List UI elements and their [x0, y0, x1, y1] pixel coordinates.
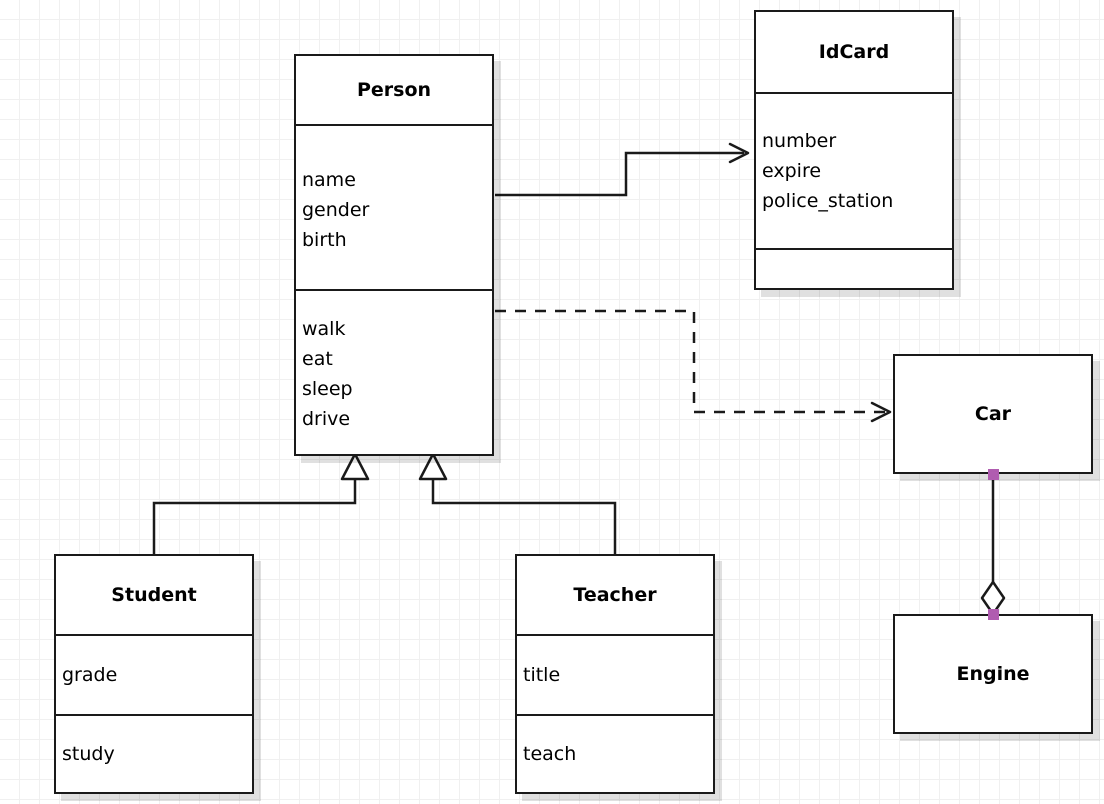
- class-person-attribute: gender: [302, 198, 370, 221]
- class-car-title-compartment: Car: [895, 356, 1091, 472]
- class-person-method: walk: [302, 317, 346, 340]
- class-engine-title: Engine: [956, 662, 1030, 685]
- class-person-title: Person: [356, 78, 432, 101]
- class-teacher-attributes-compartment: title: [517, 634, 713, 714]
- relation-car-engine[interactable]: [980, 474, 1006, 616]
- edge-handle-source[interactable]: [988, 469, 999, 480]
- class-engine-title-compartment: Engine: [895, 616, 1091, 732]
- class-student-method: study: [62, 743, 115, 765]
- class-person-attribute: name: [302, 168, 356, 191]
- class-teacher-title: Teacher: [573, 583, 657, 606]
- class-teacher[interactable]: Teacher title teach: [515, 554, 715, 794]
- relation-teacher-person[interactable]: [418, 452, 617, 554]
- class-student-attribute: grade: [62, 664, 118, 686]
- class-idcard-attributes-compartment: number expire police_station: [756, 92, 952, 248]
- class-student-methods-compartment: study: [56, 714, 252, 792]
- relation-person-idcard[interactable]: [495, 142, 750, 197]
- class-student-title-compartment: Student: [56, 556, 252, 634]
- class-student[interactable]: Student grade study: [54, 554, 254, 794]
- class-car-title: Car: [974, 402, 1012, 425]
- relation-person-car[interactable]: [495, 309, 892, 423]
- class-idcard[interactable]: IdCard number expire police_station: [754, 10, 954, 290]
- relation-student-person[interactable]: [152, 452, 370, 554]
- edge-handle-target[interactable]: [988, 609, 999, 620]
- class-person-attributes-compartment: name gender birth: [296, 124, 492, 289]
- class-teacher-title-compartment: Teacher: [517, 556, 713, 634]
- class-idcard-title-compartment: IdCard: [756, 12, 952, 92]
- class-person-title-compartment: Person: [296, 56, 492, 124]
- class-teacher-methods-compartment: teach: [517, 714, 713, 792]
- class-person-method: drive: [302, 407, 351, 430]
- class-person-methods-compartment: walk eat sleep drive: [296, 289, 492, 454]
- class-idcard-methods-compartment: [756, 248, 952, 288]
- class-idcard-title: IdCard: [818, 40, 890, 63]
- class-person-method: sleep: [302, 377, 353, 400]
- class-teacher-method: teach: [523, 743, 577, 765]
- class-car[interactable]: Car: [893, 354, 1093, 474]
- class-idcard-attribute: number: [762, 130, 837, 152]
- class-teacher-attribute: title: [523, 664, 561, 686]
- class-student-attributes-compartment: grade: [56, 634, 252, 714]
- class-person-attribute: birth: [302, 228, 347, 251]
- class-student-title: Student: [111, 583, 197, 606]
- class-engine[interactable]: Engine: [893, 614, 1093, 734]
- class-person-method: eat: [302, 347, 333, 370]
- class-person[interactable]: Person name gender birth walk eat sleep …: [294, 54, 494, 456]
- class-idcard-attribute: expire: [762, 160, 822, 182]
- class-idcard-attribute: police_station: [762, 190, 894, 212]
